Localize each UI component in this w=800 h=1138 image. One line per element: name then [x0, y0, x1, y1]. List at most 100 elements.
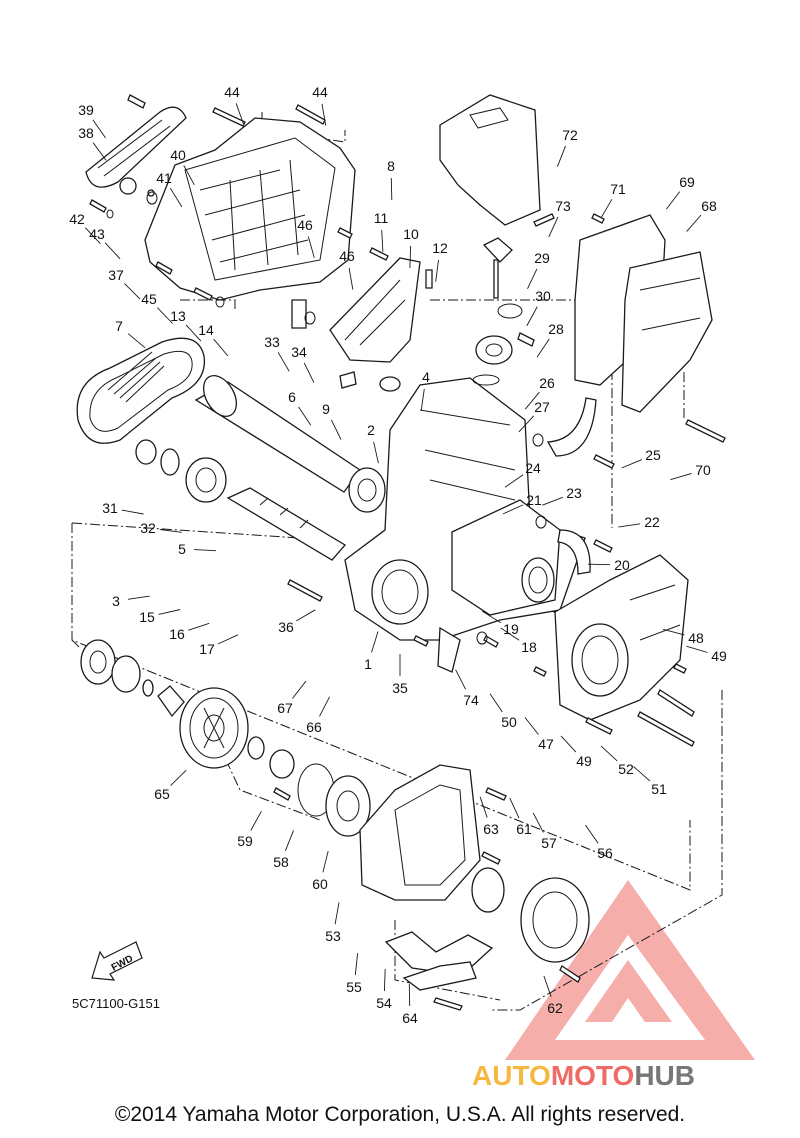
leader-line-56	[585, 824, 599, 844]
leader-line-20	[587, 563, 611, 566]
leader-line-37	[124, 283, 141, 300]
callout-54: 54	[376, 995, 392, 1011]
callout-35: 35	[392, 680, 408, 696]
leader-line-46	[307, 236, 315, 258]
part-bearings	[80, 439, 386, 718]
leader-line-69	[666, 191, 681, 210]
leader-line-24	[504, 474, 524, 488]
callout-73: 73	[555, 198, 571, 214]
callout-48: 48	[688, 630, 704, 646]
leader-line-40	[183, 165, 195, 186]
callout-45: 45	[141, 291, 157, 307]
callout-64: 64	[402, 1010, 418, 1026]
callout-30: 30	[535, 288, 551, 304]
callout-56: 56	[597, 845, 613, 861]
watermark-inner-arrow	[585, 960, 672, 1022]
callout-29: 29	[534, 250, 550, 266]
leader-line-46	[348, 267, 354, 290]
leader-line-29	[527, 268, 538, 289]
leader-line-58	[284, 830, 294, 851]
callout-69: 69	[679, 174, 695, 190]
part-drive-belt	[76, 337, 206, 444]
leader-line-67	[292, 680, 307, 699]
callout-25: 25	[645, 447, 661, 463]
callout-57: 57	[541, 835, 557, 851]
callout-10: 10	[403, 226, 419, 242]
callout-8: 8	[387, 158, 395, 174]
leader-line-9	[330, 419, 342, 440]
leader-line-27	[518, 415, 535, 433]
leader-line-62	[543, 975, 552, 997]
callout-50: 50	[501, 714, 517, 730]
leader-line-60	[322, 850, 329, 873]
callout-68: 68	[701, 198, 717, 214]
callout-66: 66	[306, 719, 322, 735]
callout-37: 37	[108, 267, 124, 283]
watermark-moto-part: MOTO	[551, 1060, 634, 1091]
part-generator-cover	[359, 764, 590, 963]
callout-58: 58	[273, 854, 289, 870]
leader-line-36	[296, 609, 316, 622]
leader-line-50	[489, 693, 503, 713]
leader-line-12	[435, 259, 439, 282]
callout-27: 27	[534, 399, 550, 415]
watermark-logo	[505, 880, 755, 1060]
part-right-case	[554, 554, 689, 721]
leader-line-72	[556, 145, 566, 167]
leader-line-54	[383, 968, 386, 992]
leader-line-19	[481, 610, 502, 624]
leader-line-11	[381, 229, 384, 252]
callout-21: 21	[526, 492, 542, 508]
callout-6: 6	[288, 389, 296, 405]
leader-line-65	[170, 769, 187, 786]
part-primary-case	[144, 117, 356, 301]
callout-63: 63	[483, 821, 499, 837]
callout-15: 15	[139, 609, 155, 625]
callout-42: 42	[69, 211, 85, 227]
part-side-cover-gaskets	[574, 214, 713, 413]
leader-line-34	[303, 362, 315, 383]
leader-line-10	[409, 245, 412, 269]
callout-20: 20	[614, 557, 630, 573]
leader-line-39	[92, 119, 106, 139]
callout-7: 7	[115, 318, 123, 334]
callout-leaders	[84, 103, 708, 1007]
callout-46: 46	[297, 217, 313, 233]
callout-11: 11	[374, 210, 389, 226]
leader-line-25	[621, 459, 643, 469]
watermark-text: AUTOMOTOHUB	[472, 1060, 695, 1091]
callout-16: 16	[169, 626, 185, 642]
part-oil-filler-parts	[472, 237, 523, 386]
callout-59: 59	[237, 833, 253, 849]
leader-line-44	[321, 103, 327, 126]
leader-line-3	[127, 595, 150, 600]
part-guards	[384, 931, 494, 991]
leader-line-4	[420, 388, 425, 411]
callout-2: 2	[367, 422, 375, 438]
leader-line-28	[536, 338, 550, 358]
callout-14: 14	[198, 322, 214, 338]
leader-line-42	[84, 227, 101, 245]
fwd-arrow-icon: FWD	[91, 941, 143, 981]
leader-line-49	[560, 735, 577, 753]
leader-line-2	[373, 441, 379, 464]
part-main-shaft	[194, 375, 361, 561]
leader-line-71	[600, 199, 613, 219]
callout-47: 47	[538, 736, 554, 752]
callout-28: 28	[548, 321, 564, 337]
leader-line-41	[169, 187, 183, 208]
callout-43: 43	[89, 226, 105, 242]
callout-65: 65	[154, 786, 170, 802]
callout-1: 1	[364, 656, 372, 672]
callout-62: 62	[547, 1000, 563, 1016]
callout-53: 53	[325, 928, 341, 944]
leader-line-48	[662, 628, 685, 636]
callout-24: 24	[525, 460, 541, 476]
leader-line-49	[686, 645, 708, 653]
callout-31: 31	[102, 500, 118, 516]
callout-17: 17	[199, 641, 215, 657]
leader-line-6	[298, 406, 312, 426]
callout-67: 67	[277, 700, 293, 716]
